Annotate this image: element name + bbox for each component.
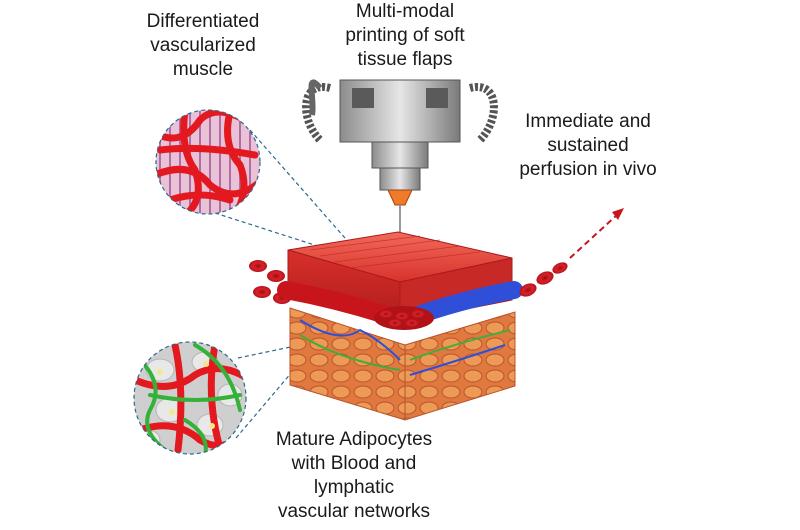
adipocyte-inset-circle bbox=[133, 341, 247, 455]
label-multimodal-printing: Multi-modal printing of soft tissue flap… bbox=[345, 1, 465, 70]
tissue-flap-block bbox=[277, 231, 523, 421]
label-mature-adipocytes: Mature Adipocytes with Blood and lymphat… bbox=[275, 429, 433, 522]
label-perfusion-in-vivo: Immediate and sustained perfusion in viv… bbox=[519, 111, 657, 180]
outgoing-perfusion-arrow bbox=[519, 208, 624, 297]
label-differentiated-muscle: Differentiated vascularized muscle bbox=[146, 11, 260, 80]
bioprinter-head bbox=[302, 79, 498, 240]
muscle-inset-circle bbox=[155, 109, 261, 215]
